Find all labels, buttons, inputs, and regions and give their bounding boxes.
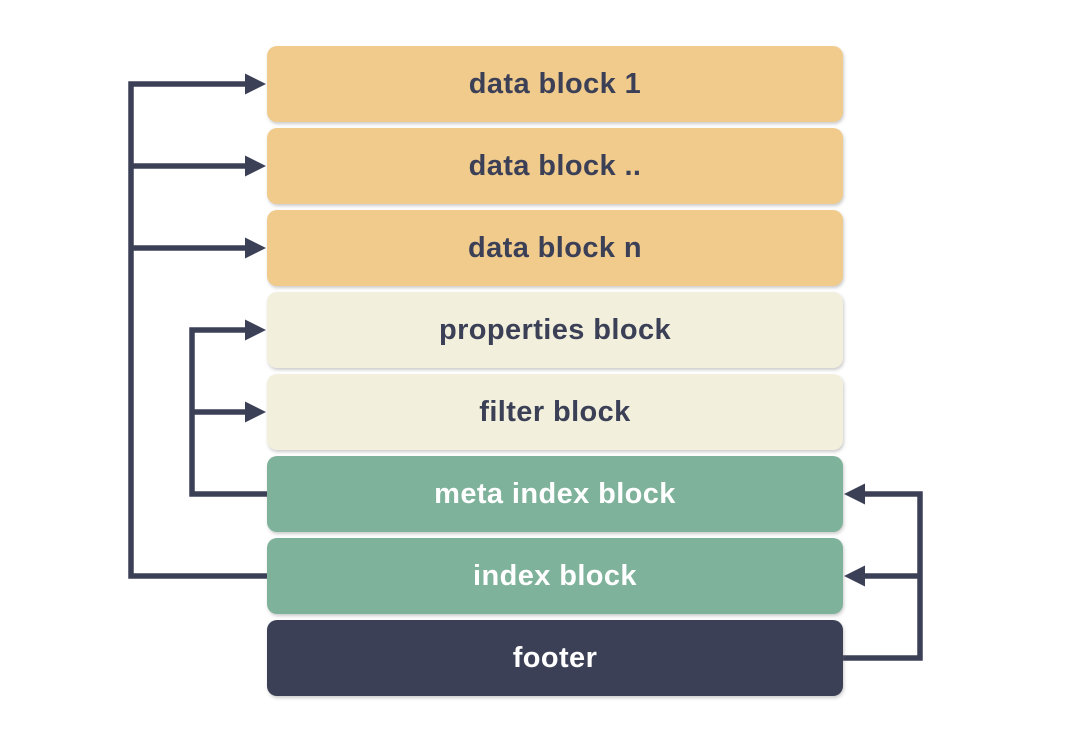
meta-index-block-label: meta index block — [434, 477, 676, 510]
data-block-dots: data block .. — [267, 128, 843, 204]
footer-block: footer — [267, 620, 843, 696]
data-block-1-label: data block 1 — [468, 67, 642, 100]
data-block-dots-label: data block .. — [468, 149, 642, 182]
arrow-meta-index-block-to-filter-block — [192, 401, 266, 423]
data-block-n-label: data block n — [468, 231, 642, 264]
filter-block-label: filter block — [479, 395, 631, 428]
footer-block-label: footer — [512, 641, 598, 674]
index-block-label: index block — [473, 559, 637, 592]
index-block: index block — [267, 538, 843, 614]
arrow-index-block-to-data-block-1 — [128, 73, 267, 579]
data-block-1: data block 1 — [267, 46, 843, 122]
data-block-n: data block n — [267, 210, 843, 286]
meta-index-block: meta index block — [267, 456, 843, 532]
filter-block: filter block — [267, 374, 843, 450]
arrow-index-block-to-data-block-dots — [131, 155, 266, 177]
properties-block: properties block — [267, 292, 843, 368]
arrow-meta-index-block-to-properties-block — [189, 319, 267, 497]
arrow-index-block-to-data-block-n — [131, 237, 266, 259]
properties-block-label: properties block — [438, 313, 671, 346]
arrow-footer-to-index-block — [844, 565, 920, 587]
